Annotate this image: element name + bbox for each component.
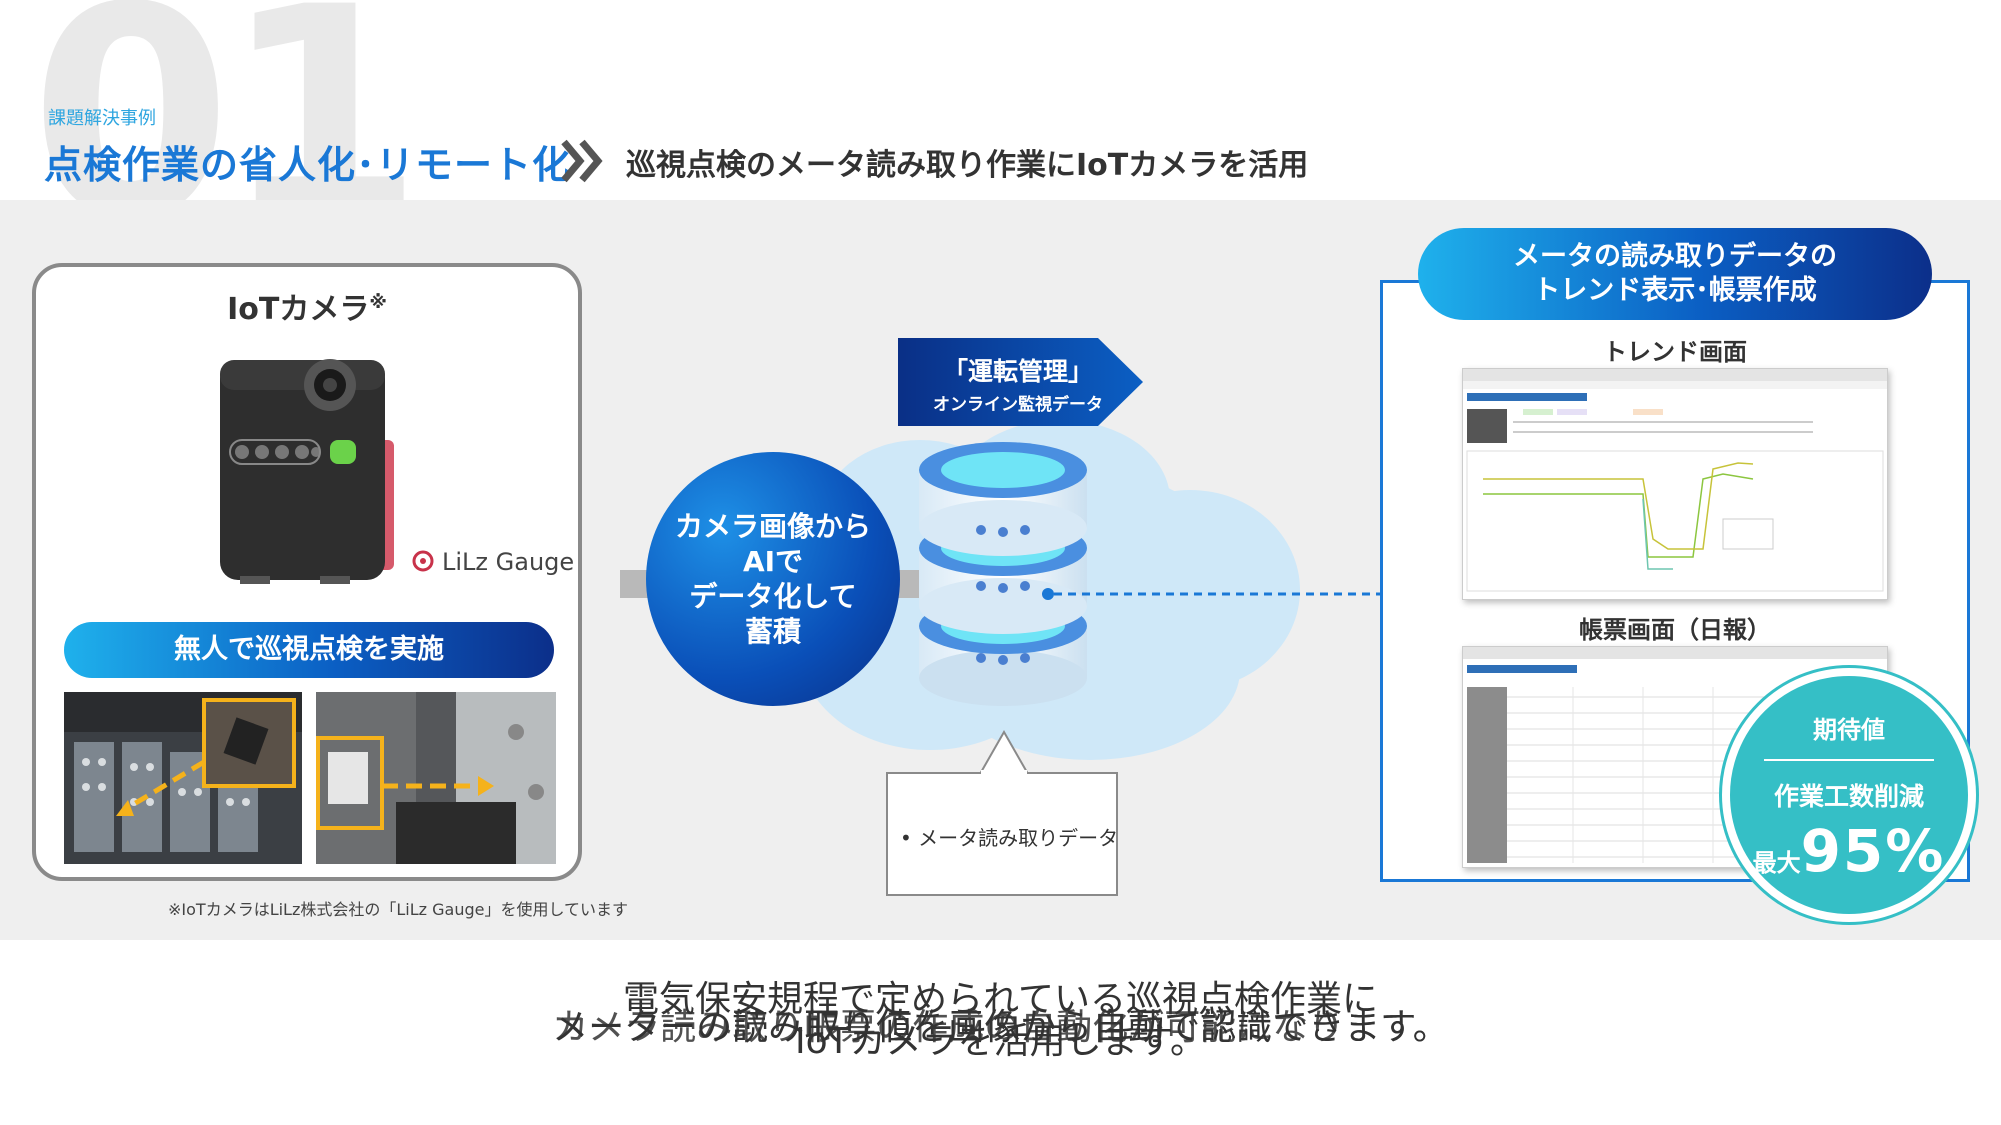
section-kicker: 課題解決事例 xyxy=(48,108,156,129)
lilz-logo-icon xyxy=(412,550,434,572)
badge-metric: 作業工数削減 xyxy=(1773,782,1924,811)
expected-value-badge: 期待値 作業工数削減 最大95% xyxy=(1722,668,1976,922)
caption-line-2: メーターの読み取り値を画像から自動で認識できます。 xyxy=(552,1007,1449,1048)
camera-footnote: ※IoTカメラはLiLz株式会社の「LiLz Gauge」を使用しています xyxy=(168,900,628,919)
banner-shape xyxy=(898,338,1143,426)
badge-label: 期待値 xyxy=(1813,716,1885,744)
output-title-pill: メータの読み取りデータの トレンド表示･帳票作成 xyxy=(1418,228,1932,320)
report-label: 帳票画面（日報） xyxy=(1579,616,1771,644)
page-title: 点検作業の省人化･リモート化 xyxy=(44,143,572,187)
trend-screenshot xyxy=(1462,368,1888,600)
double-chevron-icon xyxy=(561,139,603,183)
camera-brand: LiLz Gauge xyxy=(442,548,575,576)
data-bubble xyxy=(886,729,1118,896)
camera-action-pill: 無人で巡視点検を実施 xyxy=(64,622,554,678)
trend-label: トレンド画面 xyxy=(1603,338,1747,366)
caption-line-3: IoTカメラを活用します。 xyxy=(794,1021,1207,1062)
page-subtitle: 巡視点検のメータ読み取り作業にIoTカメラを活用 xyxy=(626,148,1309,183)
operation-banner: 「運転管理」 オンライン監視データ xyxy=(933,357,1103,415)
switchboard-photo xyxy=(64,692,302,864)
camera-device-icon xyxy=(220,359,394,584)
bubble-item: • メータ読み取りデータ xyxy=(900,826,1119,850)
caption-line-1: 電気保安規程で定められている巡視点検作業に xyxy=(623,979,1378,1020)
caption-line-2b: カメラ読み取り帳票の作成の自動化が可能になります。 xyxy=(552,1007,1449,1048)
badge-value-row: 最大95% xyxy=(1752,817,1946,885)
ai-processing-circle: カメラ画像から AIで データ化して 蓄積 xyxy=(646,452,900,706)
camera-title: IoTカメラ※ xyxy=(227,292,387,327)
corridor-photo xyxy=(316,692,556,864)
data-connector xyxy=(1042,588,1385,600)
database-icon xyxy=(919,442,1087,706)
badge-divider xyxy=(1764,759,1934,761)
